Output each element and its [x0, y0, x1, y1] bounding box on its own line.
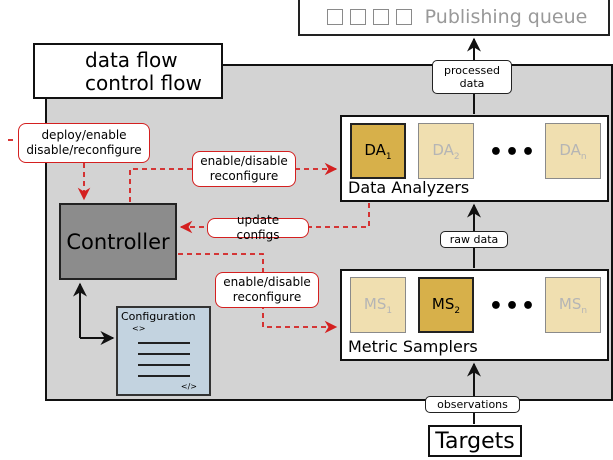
- da-node-1: DA1: [350, 123, 406, 179]
- label-processed-data: processed data: [432, 60, 512, 94]
- queue-slot-icon: [372, 9, 389, 25]
- label-update-configs: update configs: [207, 213, 309, 242]
- da-node-n: DAn: [545, 123, 601, 179]
- label-enable-disable-bottom: enable/disable reconfigure: [215, 272, 319, 308]
- arrow-controller-to-da: [129, 162, 338, 202]
- label-deploy-enable: deploy/enable disable/reconfigure: [18, 123, 150, 163]
- configuration-document: Configuration <> </>: [116, 306, 211, 396]
- data-analyzers-label: Data Analyzers: [348, 178, 470, 197]
- publishing-queue-label: Publishing queue: [424, 6, 588, 28]
- da-node-2: DA2: [418, 123, 474, 179]
- data-analyzers-group: DA1 DA2 ••• DAn Data Analyzers: [340, 115, 609, 202]
- configuration-line: [138, 342, 190, 344]
- legend-data-flow: data flow: [85, 48, 178, 72]
- ms-node-2: MS2: [418, 277, 474, 333]
- controller-box: Controller: [59, 203, 177, 280]
- publishing-queue: Publishing queue: [298, 0, 610, 36]
- metric-samplers-group: MS1 MS2 ••• MSn Metric Samplers: [340, 269, 609, 361]
- metric-samplers-label: Metric Samplers: [348, 337, 478, 356]
- configuration-line: [138, 353, 190, 355]
- configuration-title: Configuration: [121, 310, 196, 323]
- label-observations: observations: [425, 396, 520, 413]
- label-raw-data: raw data: [440, 231, 508, 248]
- ms-node-n: MSn: [545, 277, 601, 333]
- configuration-line: [138, 375, 190, 377]
- queue-slot-icon: [395, 9, 412, 25]
- queue-slot-icon: [326, 9, 343, 25]
- ms-node-1: MS1: [350, 277, 406, 333]
- targets-box: Targets: [428, 425, 522, 457]
- configuration-close-tag: </>: [180, 382, 197, 391]
- configuration-line: [138, 364, 190, 366]
- label-enable-disable-top: enable/disable reconfigure: [192, 151, 296, 187]
- configuration-open-tag: <>: [132, 324, 146, 333]
- legend: data flow control flow: [33, 43, 223, 99]
- legend-control-flow: control flow: [85, 71, 202, 95]
- queue-slot-icon: [349, 9, 366, 25]
- ms-ellipsis: •••: [488, 293, 538, 319]
- da-ellipsis: •••: [488, 139, 538, 165]
